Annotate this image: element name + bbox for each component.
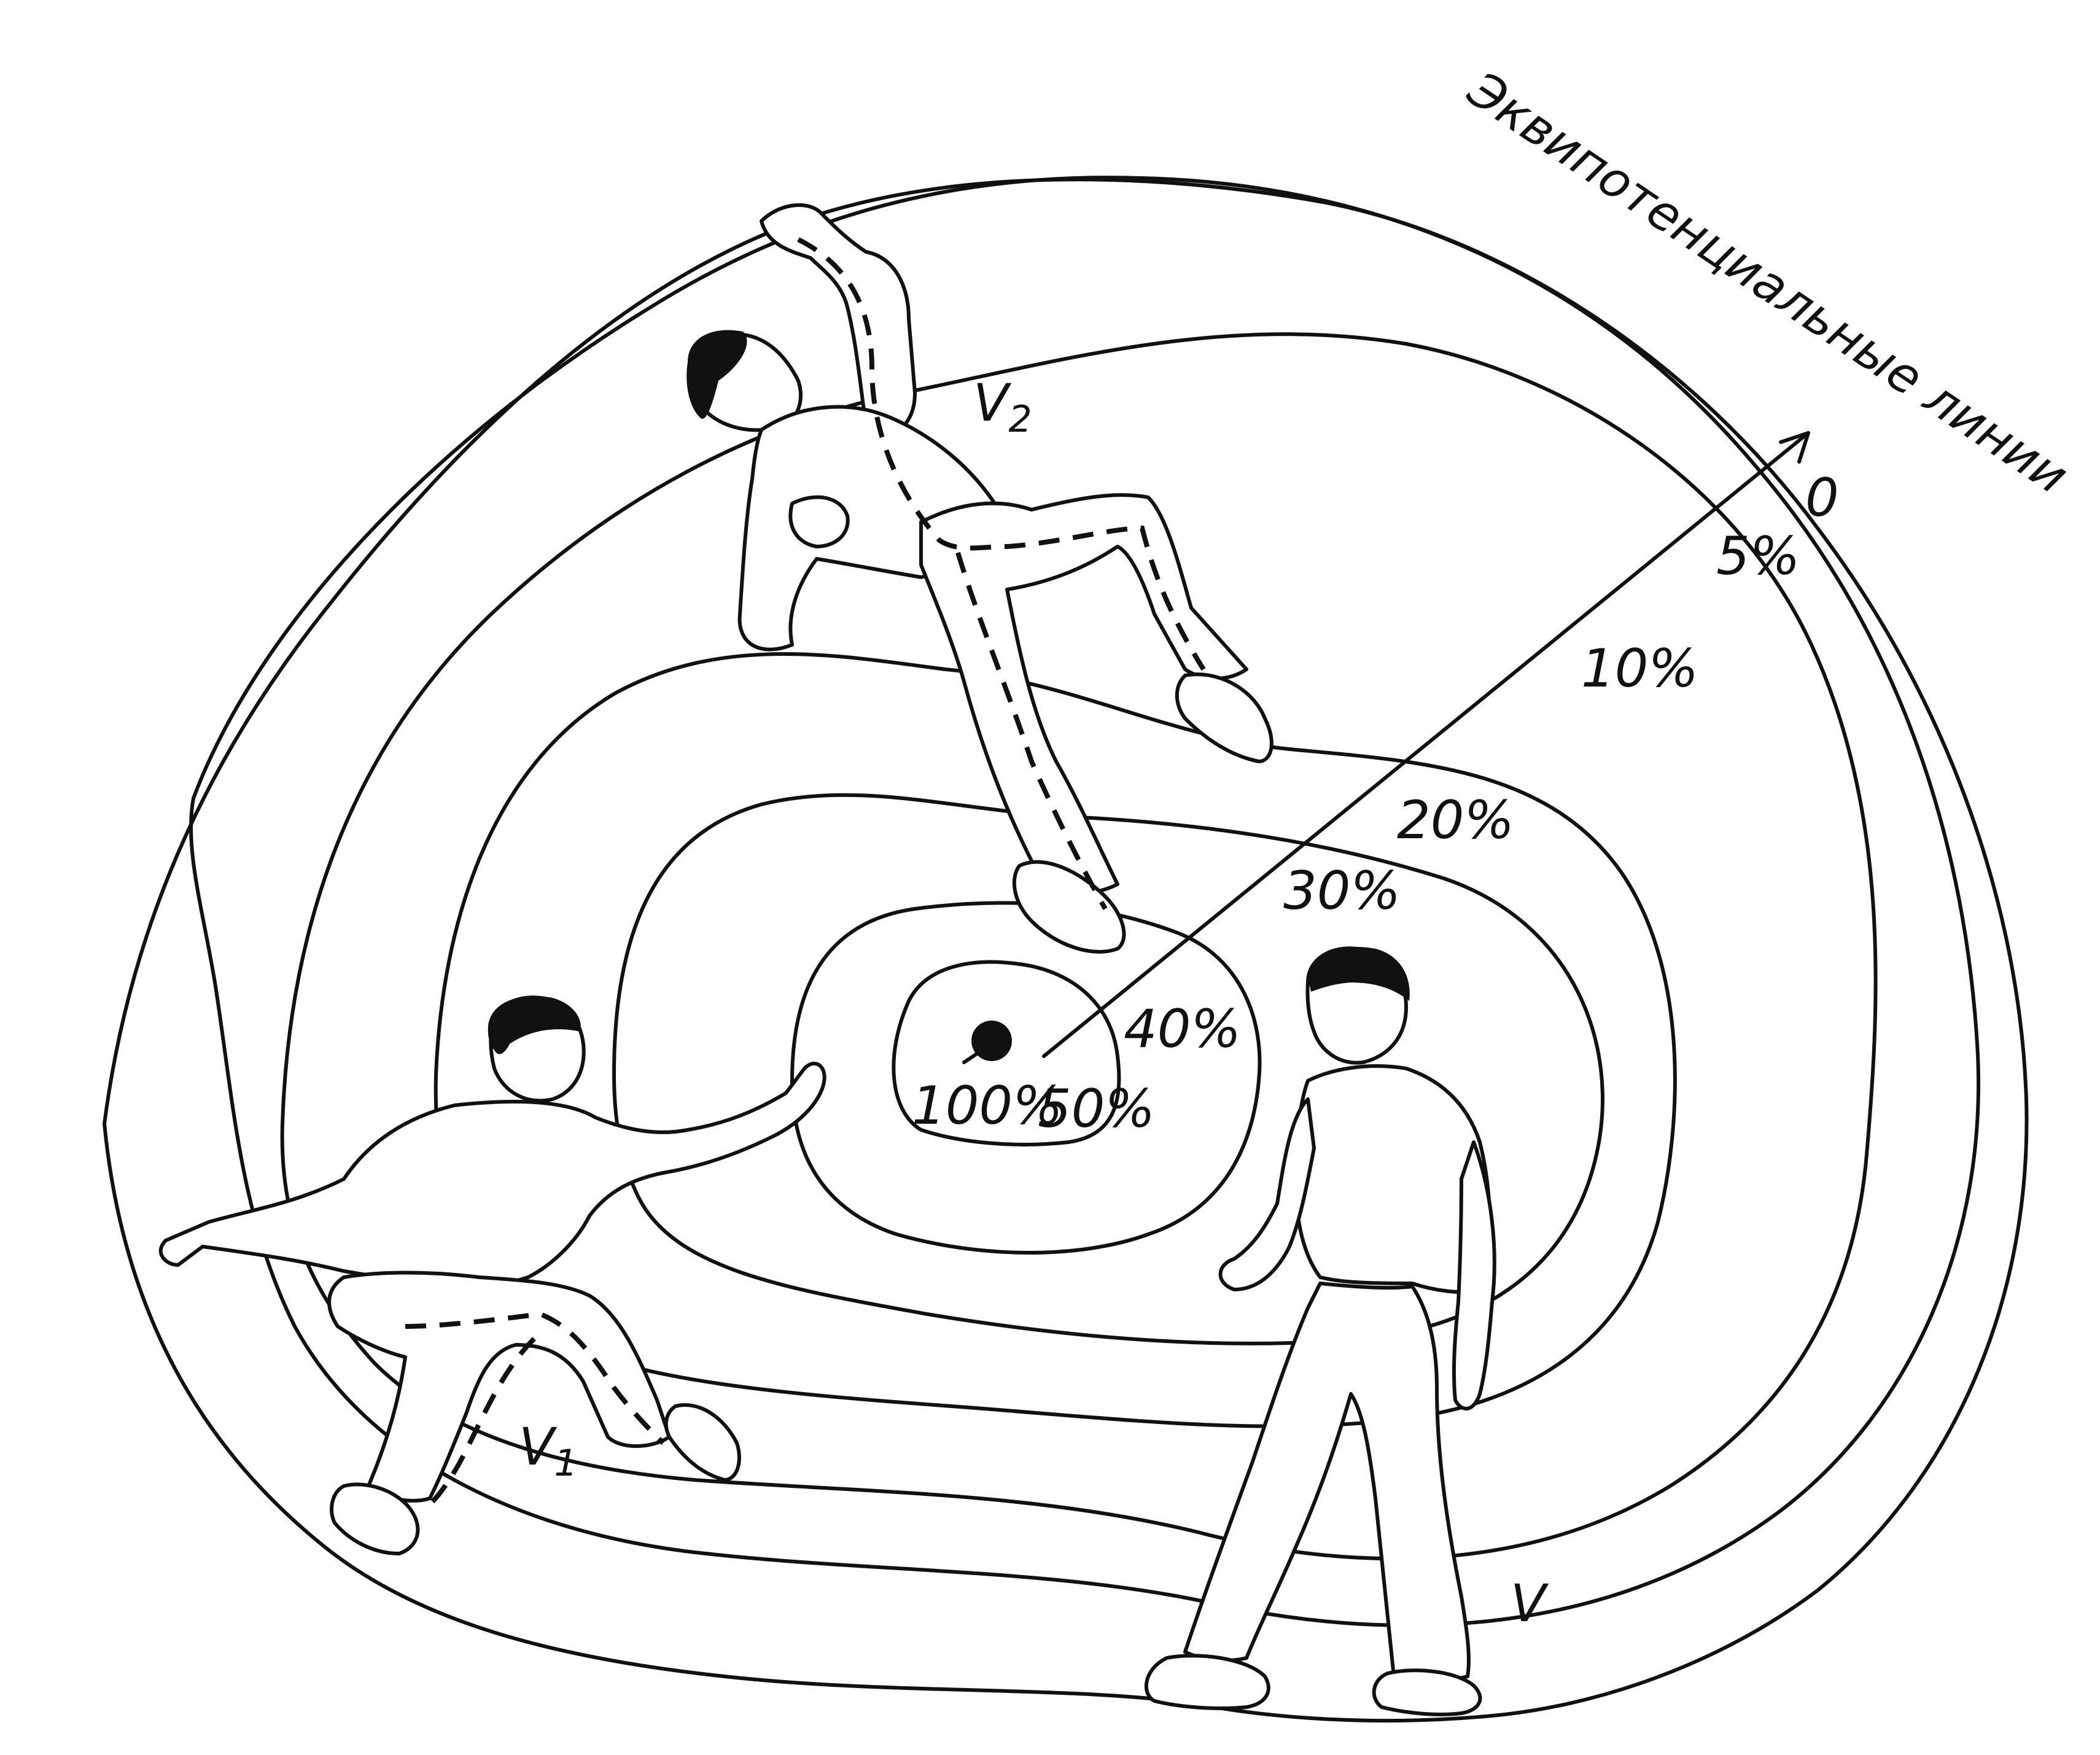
- person-v2-illustration: [686, 203, 1274, 954]
- contour-5: [189, 176, 1981, 1627]
- axis-zero-label: 0: [1805, 467, 1839, 529]
- contour-20: [434, 652, 1677, 1428]
- level-label-50: 50%: [1038, 1078, 1155, 1140]
- ground-electrode-dot: [971, 1021, 1012, 1061]
- label-v2-sub: 2: [1008, 398, 1032, 441]
- person-v1-illustration: [158, 995, 826, 1555]
- level-label-10: 10%: [1581, 638, 1698, 699]
- person-v-illustration: [1145, 946, 1496, 1716]
- axis-line: [1042, 431, 1810, 1058]
- label-v1-sub: 1: [554, 1442, 577, 1485]
- contour-0-outer: [103, 177, 2029, 1723]
- level-labels: 5% 10% 20% 30% 40% 50% 100%: [912, 526, 1800, 1140]
- level-label-100: 100%: [912, 1075, 1063, 1137]
- label-v1: V1: [519, 1417, 578, 1485]
- label-v2: V2: [973, 373, 1032, 441]
- level-label-5: 5%: [1716, 526, 1800, 587]
- level-label-20: 20%: [1397, 790, 1514, 851]
- label-v: V: [1511, 1573, 1549, 1633]
- contour-50: [892, 960, 1121, 1146]
- diagram-title: Эквипотенциальные линии: [1458, 60, 2079, 505]
- equipotential-contours: [103, 176, 2029, 1723]
- contour-10: [280, 332, 1878, 1561]
- contour-40: [790, 901, 1262, 1255]
- contour-30: [612, 793, 1604, 1345]
- level-label-30: 30%: [1283, 860, 1401, 922]
- person-labels: V2 V1 V: [519, 373, 1549, 1633]
- axis-arrowhead-icon: [1779, 431, 1810, 464]
- level-label-40: 40%: [1124, 998, 1241, 1060]
